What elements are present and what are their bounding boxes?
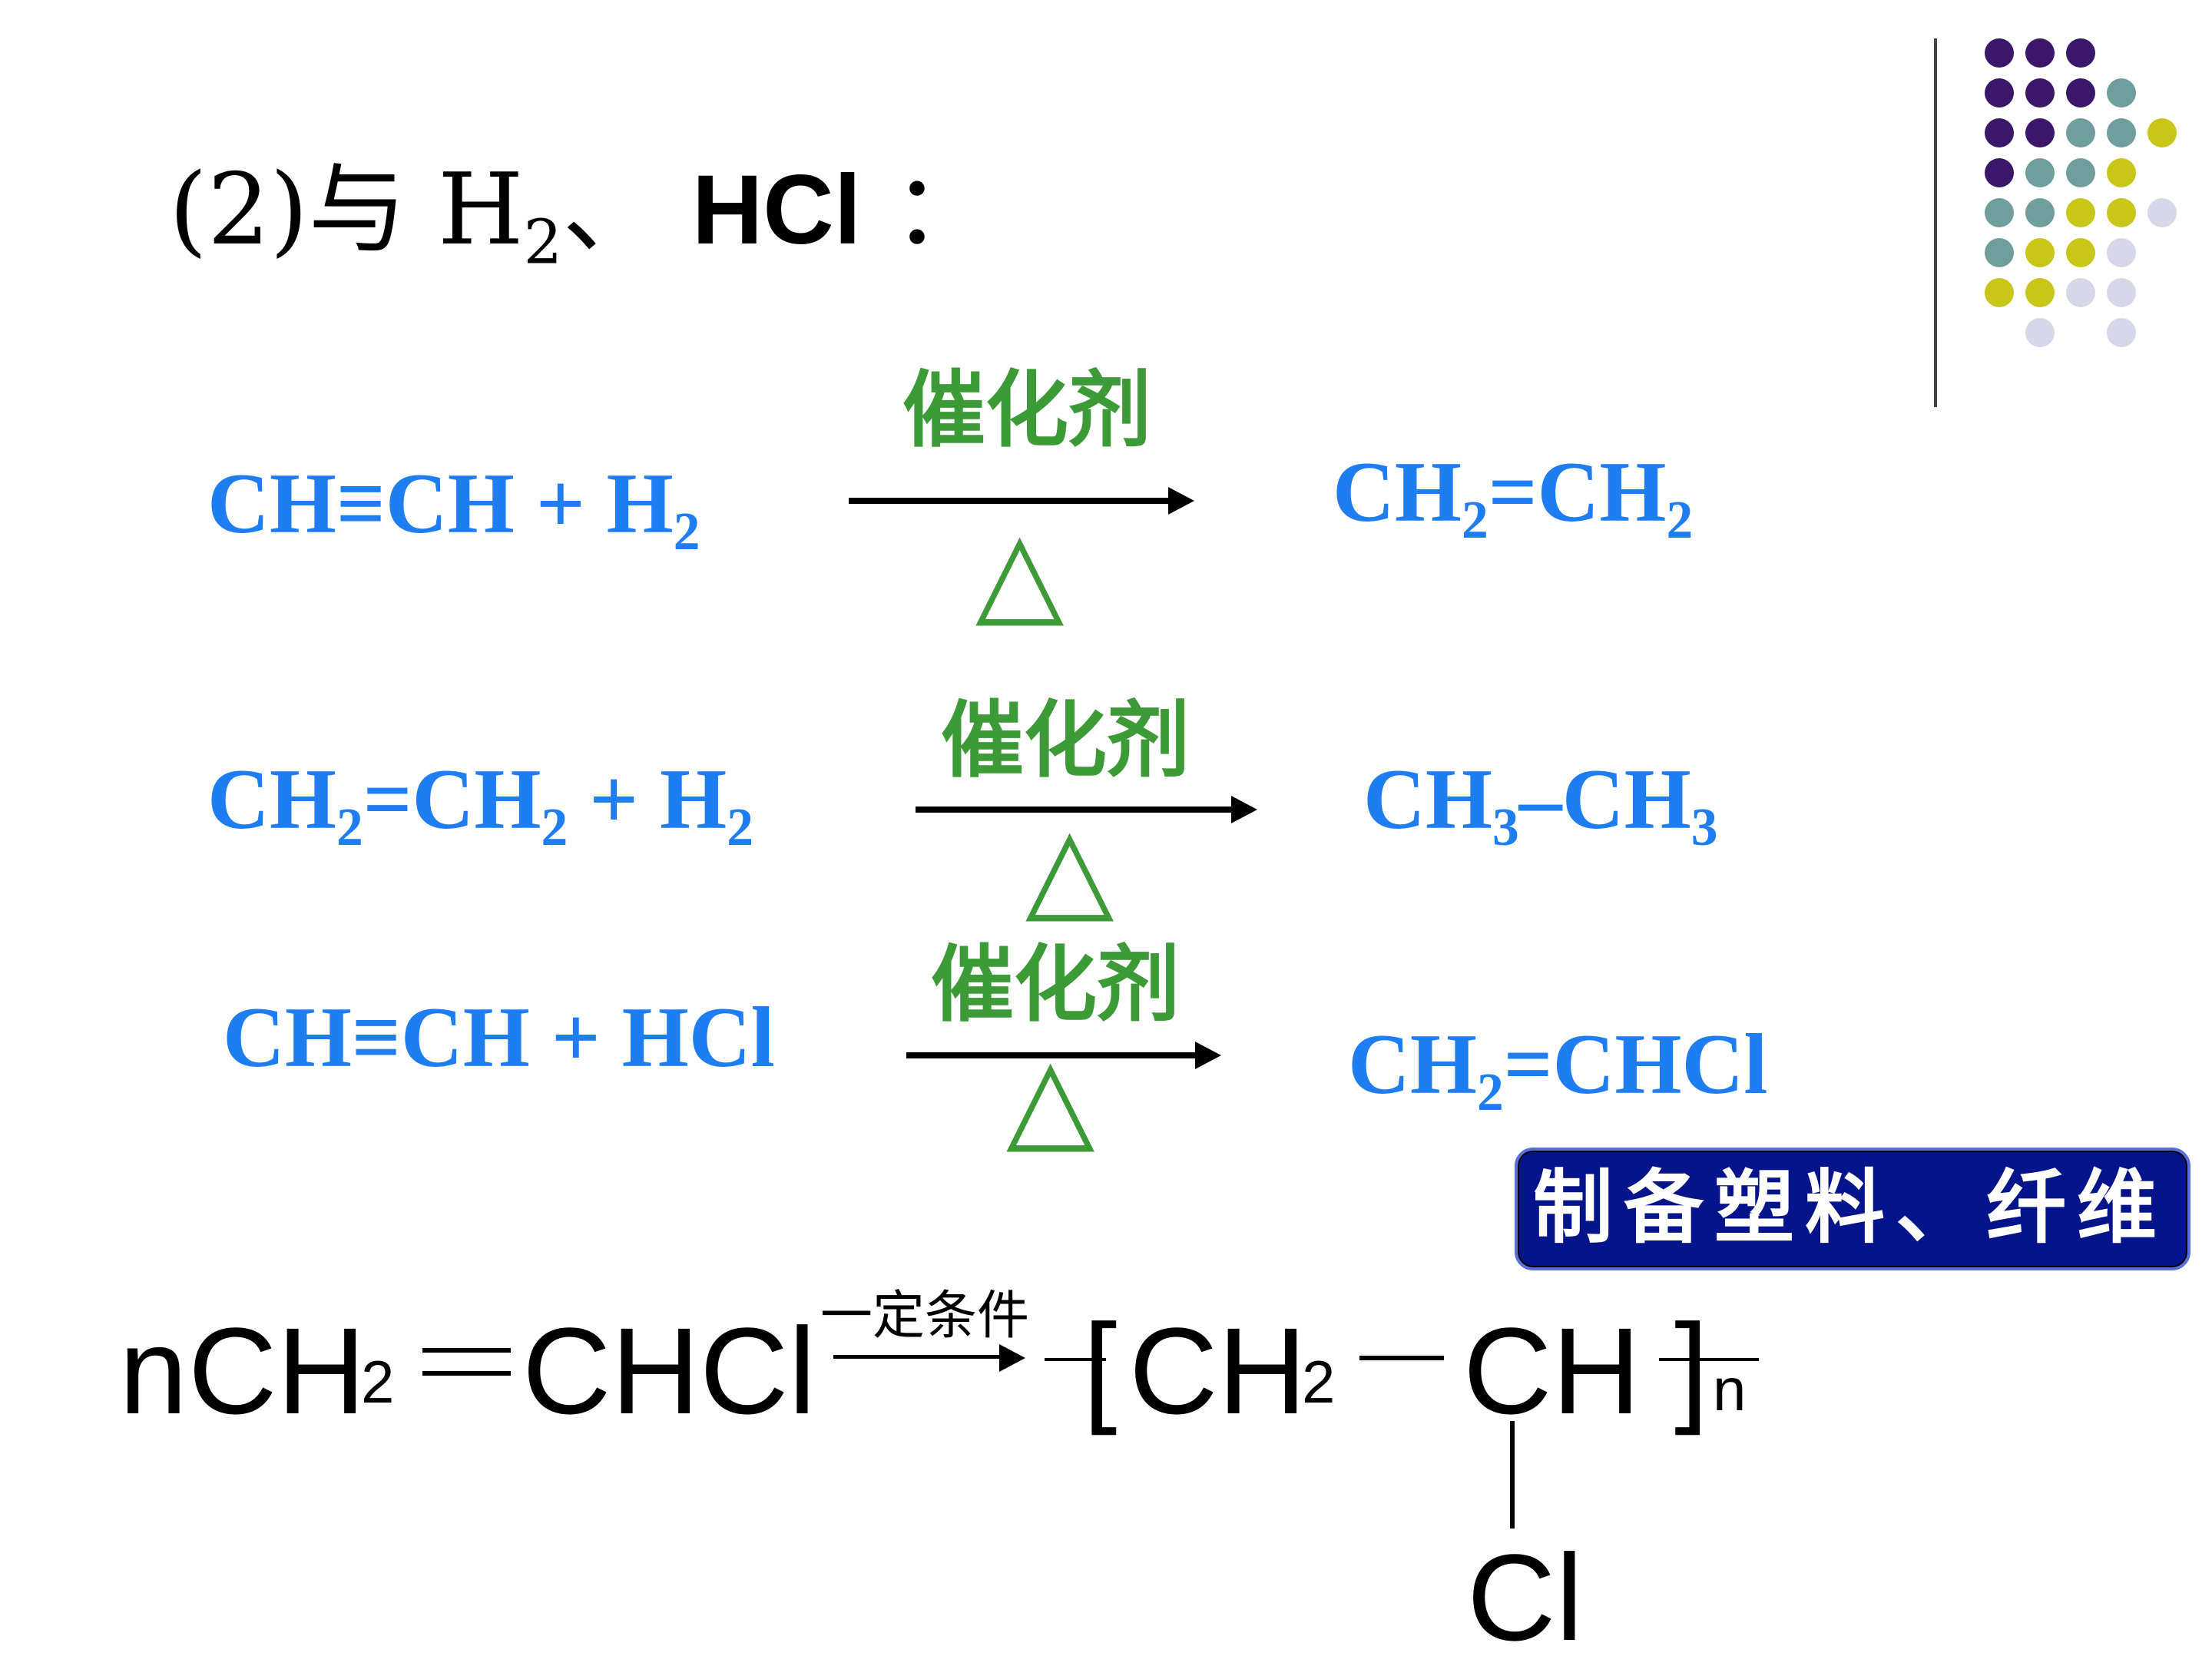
dot <box>1985 198 2014 227</box>
dot <box>2107 278 2136 307</box>
reaction2-catalyst: 催化剂 <box>941 692 1190 789</box>
decorative-dot-grid <box>1974 31 2212 369</box>
dot <box>2066 158 2095 187</box>
reaction3-arrow <box>906 1042 1221 1069</box>
reactant-text: CH <box>207 752 336 847</box>
dot <box>2025 78 2055 108</box>
double-bond-line-bottom <box>422 1371 511 1376</box>
dot <box>2066 198 2095 227</box>
dot <box>2025 38 2055 68</box>
dot <box>2025 118 2055 147</box>
application-badge: 制备塑料、纤维 <box>1515 1148 2190 1270</box>
reaction3-products: CH2=CHCl <box>1348 1022 1768 1119</box>
polymer-subscript-n: n <box>1713 1356 1747 1423</box>
dot <box>1985 278 2014 307</box>
title-hcl: HCl <box>691 155 862 265</box>
reaction2-heat-symbol: △ <box>1025 801 1114 935</box>
decorative-vertical-line <box>1934 38 1937 407</box>
dot <box>2107 198 2136 227</box>
substituent-bond-line <box>1510 1421 1515 1529</box>
reaction3-heat-symbol: △ <box>1006 1032 1095 1165</box>
dot <box>2025 198 2055 227</box>
reaction3-catalyst: 催化剂 <box>931 936 1181 1033</box>
page-title: (2)与 H2、 HCl ： <box>169 161 991 273</box>
dot <box>2066 118 2095 147</box>
polymer-left-end-line <box>1045 1358 1106 1361</box>
reaction1-reactants: CH≡CH + H2 <box>207 461 700 558</box>
monomer-ch2: CH <box>188 1302 366 1439</box>
reaction2-reactants: CH2=CH2 + H2 <box>207 757 753 854</box>
title-colon: ： <box>861 153 991 267</box>
subscript: 2 <box>336 798 363 858</box>
subscript: 2 <box>727 798 753 858</box>
double-bond-line-top <box>422 1348 511 1353</box>
dot <box>2025 278 2055 307</box>
dot <box>2107 158 2136 187</box>
reaction2-arrow <box>916 796 1257 823</box>
polymer-arrow <box>833 1344 1025 1372</box>
reaction3-reactants: CH≡CH + HCl <box>223 995 775 1081</box>
product-text: CH <box>1363 752 1492 847</box>
polymer-sub-2: 2 <box>1302 1348 1336 1416</box>
dot <box>2066 238 2095 267</box>
subscript: 2 <box>1666 491 1694 551</box>
dot <box>1985 238 2014 267</box>
dot <box>1985 78 2014 108</box>
dot <box>2107 238 2136 267</box>
dot <box>2025 318 2055 347</box>
dot <box>2107 78 2136 108</box>
dot <box>2107 318 2136 347</box>
title-sub: 2 <box>523 206 563 278</box>
polymer-ch2: CH <box>1129 1302 1307 1439</box>
product-text: CH <box>1348 1017 1477 1112</box>
product-text: –CH <box>1518 752 1691 847</box>
subscript: 2 <box>541 798 568 858</box>
reactant-text: CH≡CH + HCl <box>223 990 775 1085</box>
dot <box>2066 278 2095 307</box>
subscript: 2 <box>1477 1063 1504 1123</box>
dot <box>2147 198 2177 227</box>
monomer-chcl: CHCl <box>522 1302 816 1439</box>
substituent-cl: Cl <box>1467 1529 1584 1666</box>
reaction1-products: CH2=CH2 <box>1333 449 1693 547</box>
badge-label: 制备塑料、纤维 <box>1533 1160 2168 1254</box>
dot <box>2147 118 2177 147</box>
dot <box>2025 158 2055 187</box>
dot <box>2107 118 2136 147</box>
title-sep: 、 <box>562 153 692 267</box>
subscript: 2 <box>1462 491 1488 551</box>
reaction1-heat-symbol: △ <box>975 505 1065 639</box>
dot <box>2066 38 2095 68</box>
reaction-condition: 一定条件 <box>820 1286 1030 1346</box>
reactant-text: =CH <box>363 752 541 847</box>
title-prefix: (2)与 H <box>169 153 524 267</box>
subscript: 3 <box>1690 798 1718 858</box>
polymer-right-end-line <box>1659 1358 1759 1361</box>
dot <box>2025 238 2055 267</box>
single-bond-line <box>1359 1356 1444 1360</box>
polymer-bracket-open: [ <box>1083 1298 1118 1436</box>
reaction2-products: CH3–CH3 <box>1363 757 1717 854</box>
subscript: 2 <box>673 502 700 562</box>
dot <box>1985 38 2014 68</box>
subscript: 3 <box>1492 798 1519 858</box>
product-text: =CHCl <box>1503 1017 1768 1112</box>
reaction1-arrow <box>849 487 1194 515</box>
polymer-bracket-close: ] <box>1674 1298 1709 1436</box>
product-text: =CH <box>1488 445 1667 540</box>
dot <box>2066 78 2095 108</box>
polymer-ch: CH <box>1463 1302 1641 1439</box>
reaction1-reactant-text: CH≡CH + H <box>207 456 674 551</box>
monomer-n: n <box>119 1302 187 1439</box>
product-text: CH <box>1333 445 1462 540</box>
monomer-sub-2: 2 <box>361 1348 395 1416</box>
dot <box>1985 118 2014 147</box>
reaction1-catalyst: 催化剂 <box>902 362 1152 459</box>
dot <box>1985 158 2014 187</box>
reactant-text: + H <box>568 752 727 847</box>
